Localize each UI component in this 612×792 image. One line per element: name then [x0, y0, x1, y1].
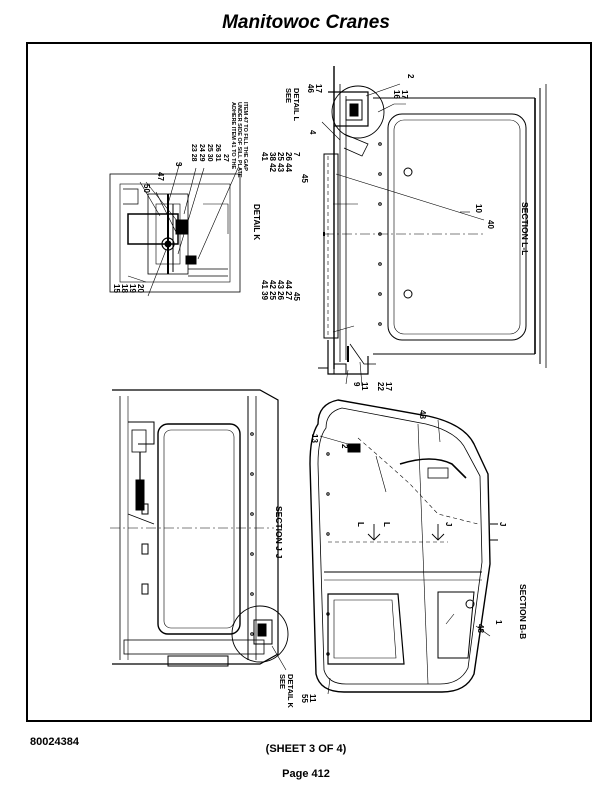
callout-bb-48a: 48 — [418, 410, 427, 419]
section-bb-labels: 13 2 48 48 1 SECTION B-B L L J J — [310, 410, 528, 639]
section-arrow-label-j1: J — [444, 522, 453, 526]
callout-bb-13: 13 — [310, 434, 319, 443]
callout-ll-16: 16 — [392, 90, 401, 99]
callout-ll-r6: 45 — [300, 174, 309, 183]
callout-ll-40: 40 — [486, 220, 495, 229]
callout-ll-17c: 17 — [384, 382, 393, 391]
callout-50: 50 — [142, 184, 151, 193]
callout-20: 20 — [136, 284, 145, 293]
callout-col2: 24 29 — [198, 144, 205, 162]
callout-bb-2: 2 — [340, 444, 349, 449]
callout-ll-9: 9 — [352, 382, 361, 387]
callout-bb-1: 1 — [494, 620, 503, 625]
callout-ll-11a: 11 — [360, 382, 369, 391]
callout-ll-l1: 41 39 — [260, 280, 269, 301]
drawing-frame: 50 47 3 23 28 24 29 25 30 26 31 27 ADHER… — [26, 42, 592, 722]
callout-19: 19 — [128, 284, 137, 293]
callout-18: 18 — [120, 284, 129, 293]
section-jj-labels: SECTION J-J SEE DETAIL K 55 11 — [274, 506, 317, 708]
callout-ll-r2: 38 42 — [268, 152, 277, 173]
callout-47: 47 — [156, 172, 165, 181]
detail-k-view — [109, 161, 241, 297]
callout-ll-r1: 41 — [260, 152, 269, 161]
callout-3: 3 — [174, 162, 183, 167]
callout-col3: 25 30 — [206, 144, 213, 162]
callout-ll-r3: 25 43 — [276, 152, 285, 173]
section-ll-view — [318, 66, 547, 387]
detail-k-note-line1: ADHERE ITEM 41 TO THE — [230, 102, 236, 169]
sheet-indicator: (SHEET 3 OF 4) — [265, 743, 347, 755]
callout-col5: 27 — [222, 154, 229, 162]
section-arrow-label-l2: L — [382, 522, 391, 527]
page-title: Manitowoc Cranes — [222, 12, 390, 33]
callout-col4: 26 31 — [214, 144, 221, 162]
see-detail-l-1: SEE — [284, 88, 293, 103]
detail-k-title: DETAIL K — [252, 204, 261, 240]
detail-k-note-line3: ITEM 47 TO FILL THE GAP — [242, 102, 248, 171]
callout-bb-11: 11 — [308, 694, 317, 703]
section-arrow-label-j2: J — [498, 522, 507, 526]
section-jj-view — [110, 389, 289, 671]
section-ll-labels: SEE DETAIL L 46 17 16 17 2 4 41 38 42 25… — [260, 74, 530, 391]
see-detail-k-2: DETAIL K — [286, 674, 295, 708]
section-bb-view — [309, 399, 498, 695]
detail-k-labels: 50 47 3 23 28 24 29 25 30 26 31 27 ADHER… — [112, 102, 261, 293]
callout-ll-2: 2 — [406, 74, 415, 79]
page-number: Page 412 — [282, 768, 330, 780]
callout-ll-l3: 43 26 — [276, 280, 285, 301]
callout-ll-10: 10 — [474, 204, 483, 213]
section-ll-title: SECTION L-L — [520, 202, 530, 255]
callout-bb-55: 55 — [300, 694, 309, 703]
callout-ll-l2: 42 25 — [268, 280, 277, 301]
callout-ll-22: 22 — [376, 382, 385, 391]
callout-ll-l5: 45 — [292, 292, 301, 301]
technical-drawing: 50 47 3 23 28 24 29 25 30 26 31 27 ADHER… — [109, 66, 547, 708]
callout-ll-l4: 44 27 — [284, 280, 293, 301]
section-jj-title: SECTION J-J — [274, 506, 284, 559]
callout-ll-4: 4 — [308, 130, 317, 135]
callout-ll-17b: 17 — [400, 90, 409, 99]
see-detail-l-2: DETAIL L — [292, 88, 301, 121]
section-arrow-label-l1: L — [356, 522, 365, 527]
detail-k-note-line2: UNDER SIDE OF SILL PLATE — [236, 102, 242, 178]
callout-15: 15 — [112, 284, 121, 293]
callout-ll-17a: 17 — [314, 84, 323, 93]
see-detail-k-1: SEE — [278, 674, 287, 689]
document-number: 80024384 — [30, 736, 79, 748]
callout-ll-r5: 7 — [292, 152, 301, 157]
callout-col1: 23 28 — [190, 144, 197, 162]
section-bb-title: SECTION B-B — [518, 584, 528, 639]
callout-ll-46: 46 — [306, 84, 315, 93]
callout-bb-48b: 48 — [476, 624, 485, 633]
callout-ll-r4: 26 44 — [284, 152, 293, 173]
